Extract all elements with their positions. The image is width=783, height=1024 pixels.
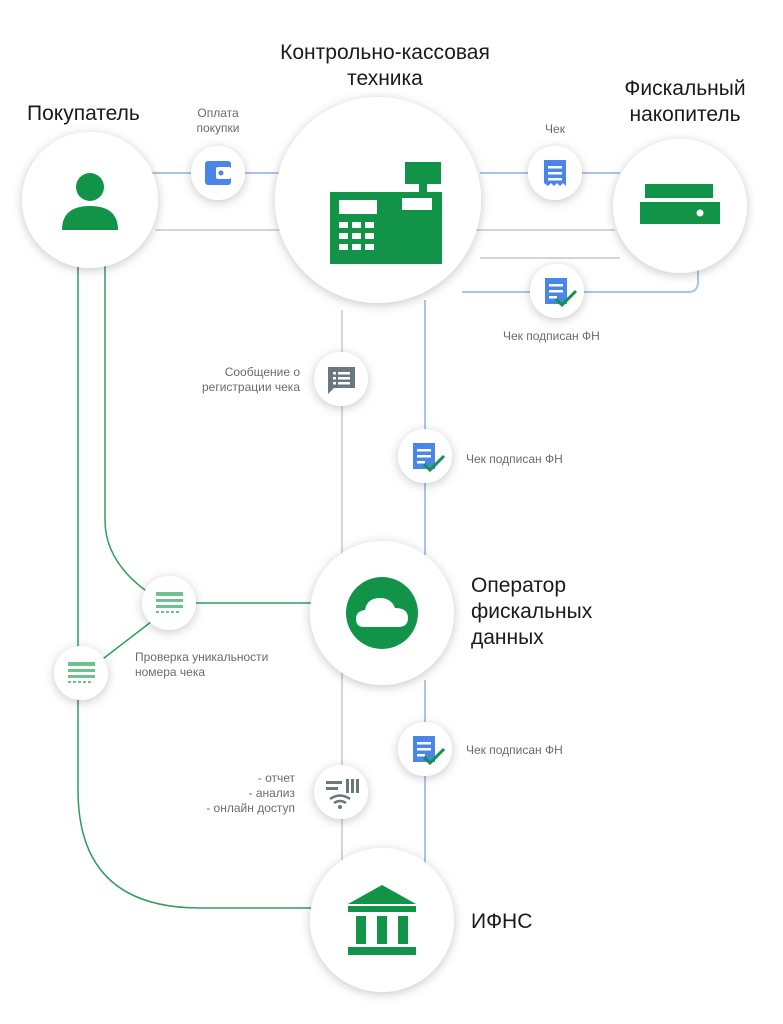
- payment-label-line2: покупки: [196, 121, 240, 135]
- message-icon: [328, 367, 355, 394]
- uniqueness-label-line1: Проверка уникальности: [135, 650, 269, 664]
- ofd-title-line3: данных: [471, 626, 544, 649]
- fn-title-line2: накопитель: [629, 103, 741, 126]
- buyer-title: Покупатель: [27, 102, 140, 125]
- fn-node: [613, 139, 747, 273]
- ofd-title: Оператор фискальных данных: [471, 573, 592, 651]
- kkt-node: [275, 97, 481, 303]
- ofd-node: [310, 541, 454, 685]
- signed-fn-label-1: Чек подписан ФН: [503, 329, 600, 343]
- uniqueness-label-line2: номера чека: [135, 665, 206, 679]
- signed-receipt-icon: [413, 736, 446, 766]
- signed-fn-label-2: Чек подписан ФН: [466, 452, 563, 466]
- registration-label: Сообщение о регистрации чека: [160, 365, 300, 395]
- ifns-node: [310, 848, 454, 992]
- fn-title: Фискальный накопитель: [600, 76, 770, 128]
- signed-fn-label-3: Чек подписан ФН: [466, 743, 563, 757]
- ofd-title-line2: фискальных: [471, 600, 593, 623]
- cloud-icon: [346, 577, 418, 649]
- fn-title-line1: Фискальный: [624, 77, 746, 100]
- registration-label-line2: регистрации чека: [202, 380, 300, 394]
- person-icon: [62, 173, 118, 230]
- report-online-icon: [326, 779, 359, 809]
- signed-receipt-node-3: [398, 722, 452, 776]
- wallet-icon: [205, 161, 231, 185]
- report-node: [314, 765, 368, 819]
- cash-register-icon: [330, 162, 442, 264]
- payment-node: [191, 146, 245, 200]
- fiscal-drive-icon: [640, 184, 720, 224]
- registration-label-line1: Сообщение о: [224, 365, 300, 379]
- table-check-icon: [156, 592, 183, 613]
- uniqueness-check-node-1: [142, 576, 196, 630]
- kkt-title-line2: техника: [347, 67, 423, 90]
- report-label: - отчет - анализ - онлайн доступ: [150, 771, 295, 816]
- signed-receipt-node-2: [398, 429, 452, 483]
- line-buyer-ifns: [77, 262, 318, 909]
- receipt-label: Чек: [545, 122, 565, 136]
- report-label-line3: - онлайн доступ: [206, 801, 295, 815]
- table-check-icon: [68, 662, 95, 683]
- line-check-check2: [94, 614, 161, 666]
- receipt-node: [528, 146, 582, 200]
- uniqueness-check-node-2: [54, 646, 108, 700]
- kkt-title: Контрольно-кассовая техника: [240, 40, 530, 92]
- registration-message-node: [314, 352, 368, 406]
- kkt-title-line1: Контрольно-кассовая: [280, 41, 490, 64]
- ifns-title: ИФНС: [471, 910, 533, 933]
- receipt-icon: [544, 160, 566, 186]
- payment-label-line1: Оплата: [197, 106, 239, 120]
- report-label-line1: - отчет: [257, 771, 295, 785]
- uniqueness-label: Проверка уникальности номера чека: [135, 650, 268, 680]
- line-fn-kkt-signed: [462, 265, 699, 293]
- buyer-node: [22, 132, 158, 268]
- payment-label: Оплата покупки: [168, 106, 268, 136]
- government-building-icon: [348, 885, 416, 955]
- ofd-title-line1: Оператор: [471, 574, 567, 597]
- signed-receipt-icon: [545, 278, 578, 308]
- signed-receipt-node-1: [530, 264, 584, 318]
- line-buyer-check: [104, 255, 156, 597]
- report-label-line2: - анализ: [248, 786, 295, 800]
- signed-receipt-icon: [413, 443, 446, 473]
